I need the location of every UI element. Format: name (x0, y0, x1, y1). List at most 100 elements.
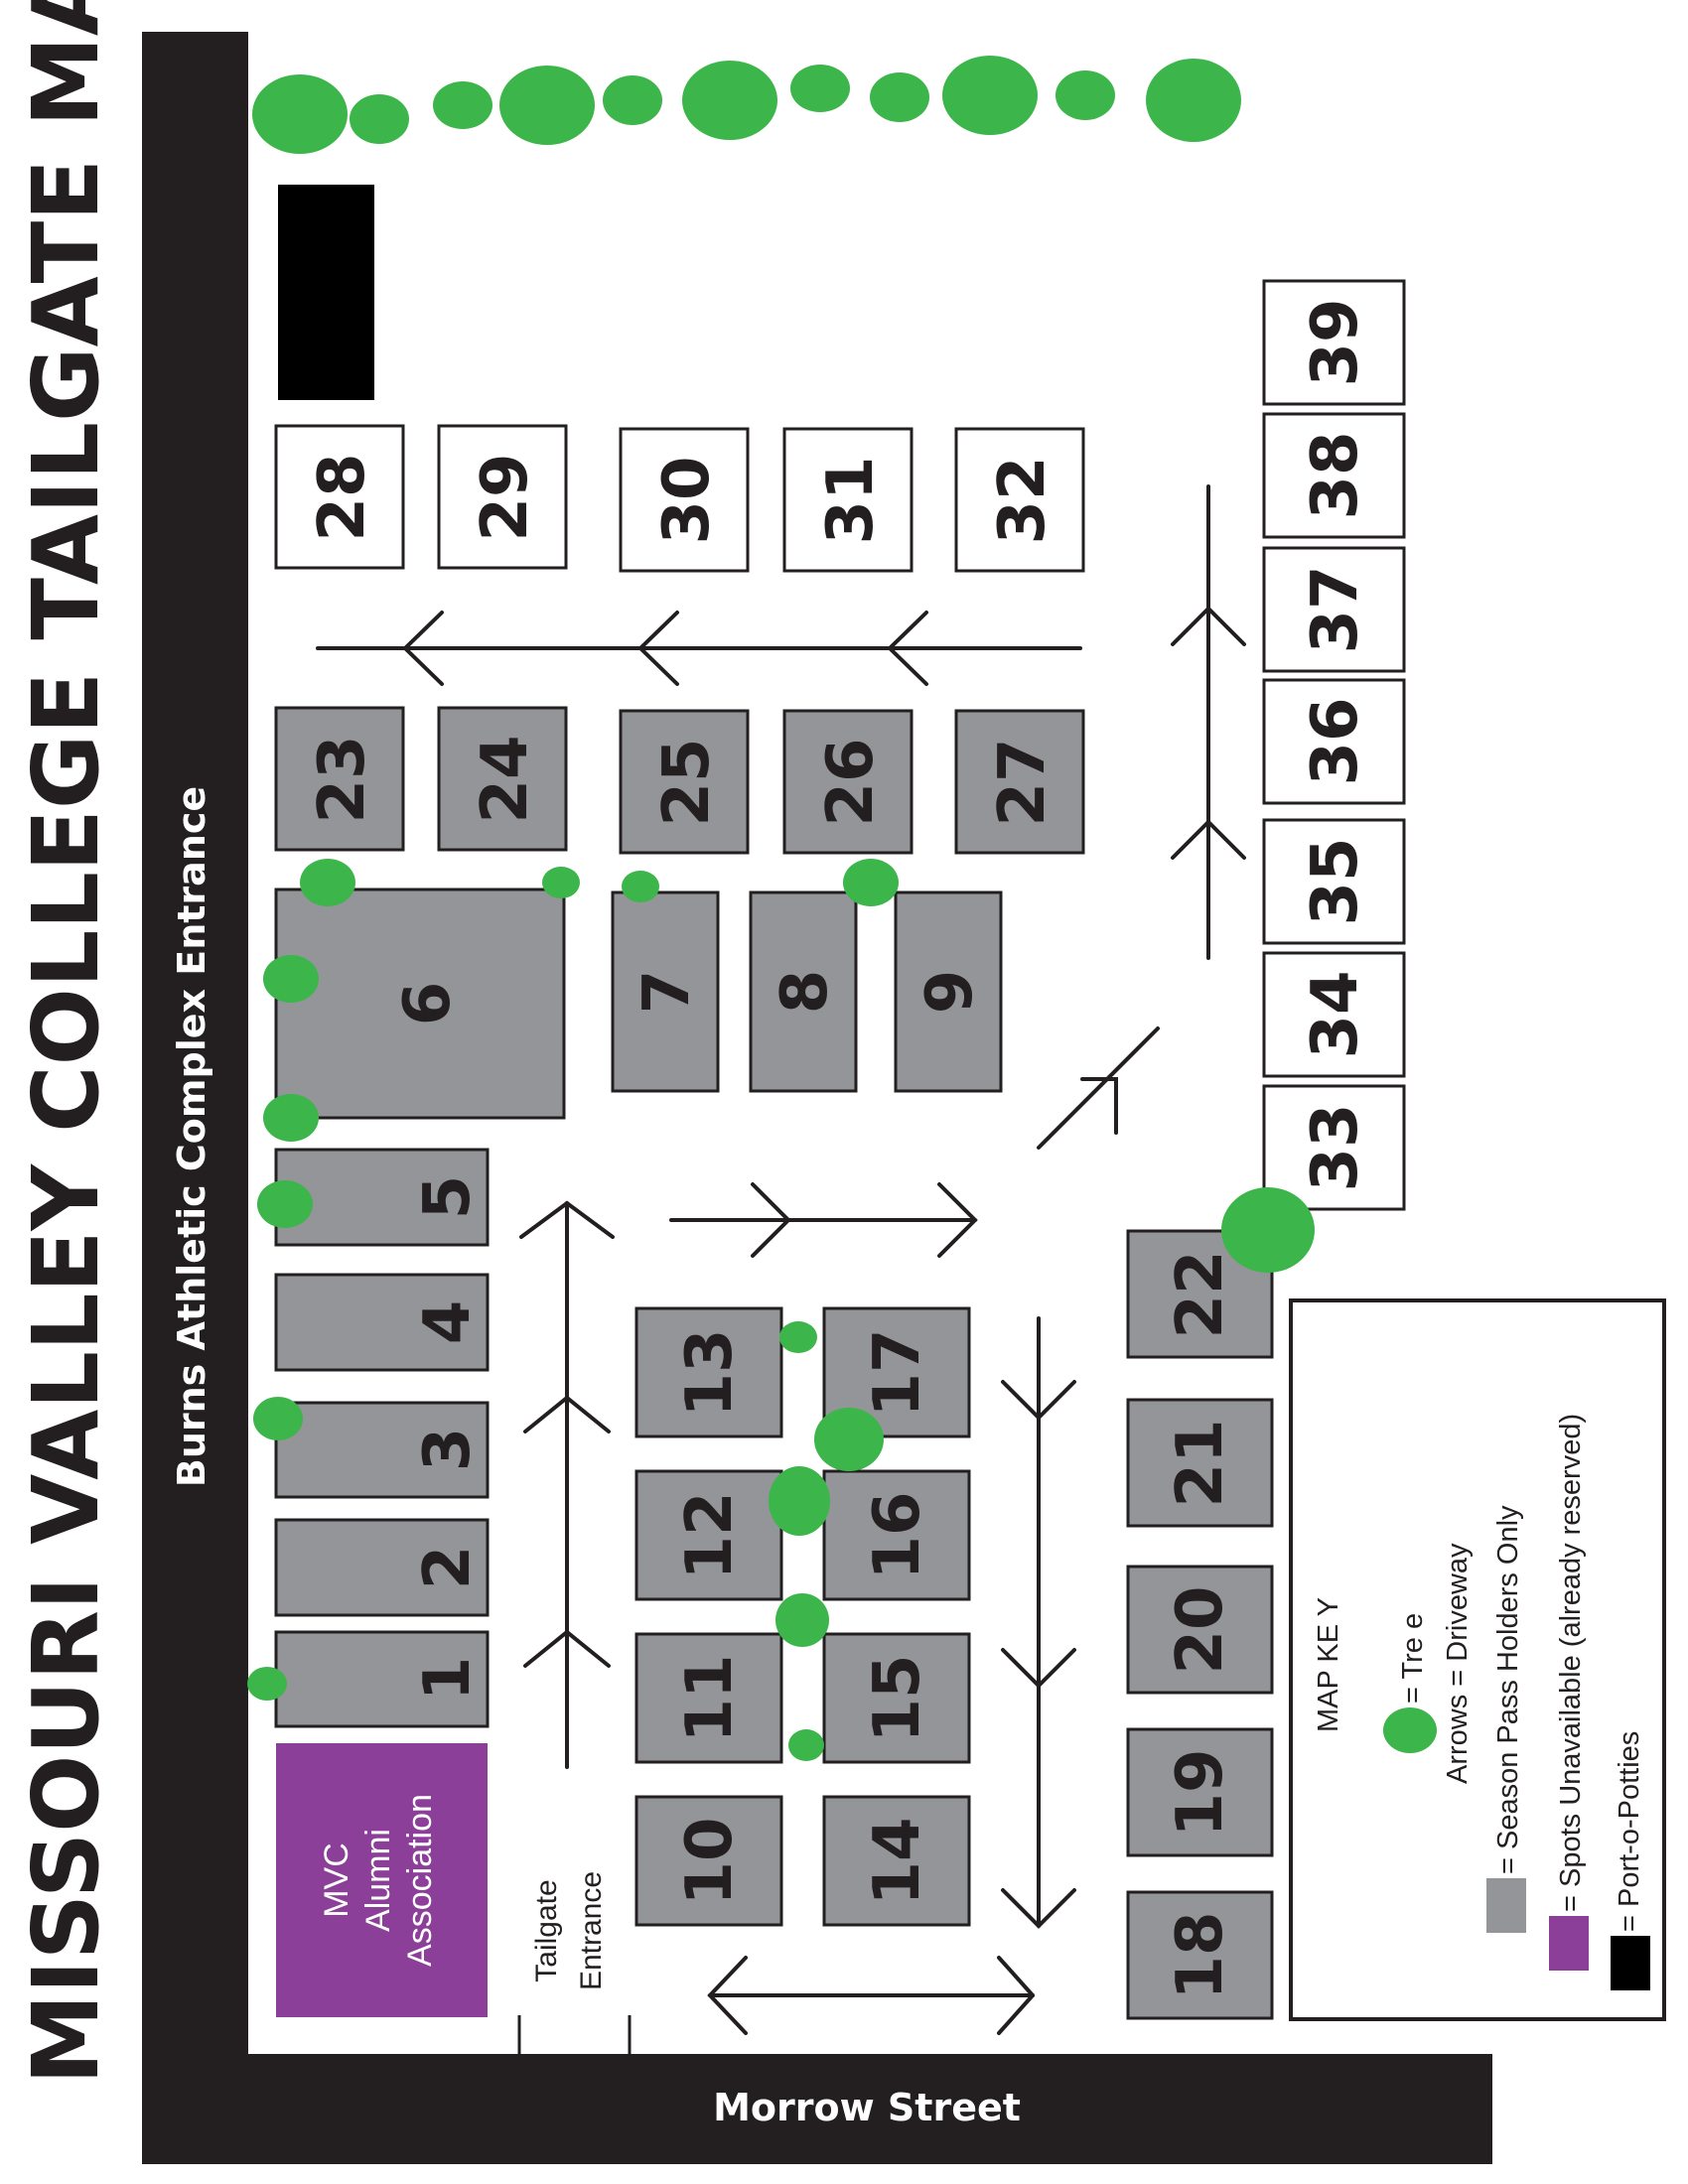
up-arrow-icon (523, 1629, 611, 1668)
svg-text:Association: Association (401, 1794, 439, 1967)
open-spot[interactable]: 34 (1262, 951, 1406, 1078)
spot-number: 17 (861, 1328, 934, 1417)
spot-number: 15 (861, 1654, 934, 1742)
season-spot[interactable]: 19 (1126, 1727, 1274, 1857)
tree-icon (1146, 59, 1241, 142)
tree-icon (870, 72, 929, 122)
right-arrow-icon (937, 1182, 978, 1258)
season-spot[interactable]: 11 (634, 1632, 783, 1764)
tree-icon (263, 955, 319, 1003)
season-spot[interactable]: 13 (634, 1306, 783, 1438)
tree-icon (769, 1466, 830, 1536)
left-arrow-icon (402, 611, 444, 686)
season-spot[interactable]: 21 (1126, 1398, 1274, 1528)
map-key: MAP KE Y = Tre e Arrows = Driveway = Sea… (1289, 1298, 1666, 2021)
map-title: MISSOURI VALLEY COLLEGE TAILGATE MAP (13, 0, 119, 2085)
season-spot[interactable]: 1 (274, 1630, 490, 1728)
legend-potty-swatch (1611, 1936, 1650, 1990)
legend-reserved-swatch (1549, 1916, 1589, 1971)
spot-number: 9 (914, 970, 987, 1015)
spot-number: 20 (1164, 1585, 1237, 1674)
driveway-arrows (316, 484, 1246, 2035)
spot-number: 5 (411, 1175, 485, 1220)
up-arrow-icon (1171, 819, 1246, 860)
season-spot[interactable]: 16 (822, 1469, 971, 1601)
season-spot[interactable]: 3 (274, 1401, 490, 1499)
alumni-association-area (276, 1743, 488, 2017)
morrow-street-road (142, 2054, 1492, 2164)
tree-icon (542, 867, 580, 898)
season-spot[interactable]: 26 (782, 709, 914, 855)
up-arrow-icon (523, 1395, 611, 1433)
tree-line (252, 56, 1241, 154)
tree-icon (499, 66, 595, 145)
tree-icon (682, 61, 777, 140)
down-arrow-icon (1001, 1380, 1076, 1421)
svg-text:Alumni: Alumni (359, 1829, 397, 1932)
season-spot[interactable]: 14 (822, 1795, 971, 1927)
season-spot[interactable]: 9 (894, 890, 1003, 1093)
spot-number: 31 (814, 456, 888, 544)
left-arrow-icon (997, 1956, 1035, 1997)
open-spot[interactable]: 36 (1262, 678, 1406, 805)
svg-text:MVC: MVC (318, 1843, 355, 1918)
open-spot[interactable]: 33 (1262, 1084, 1406, 1211)
tree-icon (622, 871, 659, 902)
spot-number: 25 (650, 738, 724, 826)
season-spot[interactable]: 12 (634, 1469, 783, 1601)
season-spot[interactable]: 24 (437, 706, 568, 852)
open-spot[interactable]: 39 (1262, 279, 1406, 406)
season-spot[interactable]: 6 (274, 887, 566, 1120)
spot-number: 30 (650, 456, 724, 544)
open-spot[interactable]: 28 (274, 424, 405, 570)
tree-icon (300, 859, 355, 906)
spot-number: 16 (861, 1491, 934, 1579)
svg-text:Entrance: Entrance (575, 1871, 608, 1990)
spot-number: 8 (769, 970, 842, 1015)
open-spot[interactable]: 29 (437, 424, 568, 570)
open-spot[interactable]: 30 (619, 427, 750, 573)
open-spot[interactable]: 31 (782, 427, 914, 573)
tree-icon (253, 1397, 303, 1440)
spot-number: 4 (411, 1300, 485, 1345)
season-spot[interactable]: 8 (749, 890, 858, 1093)
season-spot[interactable]: 27 (954, 709, 1085, 855)
diagonal-arrow-icon (1037, 1026, 1160, 1150)
spot-number: 11 (673, 1654, 747, 1742)
open-spot[interactable]: 32 (954, 427, 1085, 573)
season-spot[interactable]: 25 (619, 709, 750, 855)
diagonal-arrow-icon (1080, 1077, 1118, 1135)
spot-number: 24 (469, 735, 542, 823)
spot-number: 19 (1164, 1748, 1237, 1837)
tree-icon (433, 81, 492, 129)
spot-number: 26 (814, 738, 888, 826)
open-spot[interactable]: 37 (1262, 546, 1406, 673)
tree-icon (1221, 1187, 1315, 1273)
season-spot[interactable]: 23 (274, 706, 405, 852)
port-o-potties (278, 185, 374, 400)
spot-number: 22 (1164, 1250, 1237, 1338)
left-arrow-icon (707, 1956, 748, 2035)
legend-season-swatch (1486, 1878, 1526, 1933)
spot-number: 28 (306, 453, 379, 541)
tree-icon (603, 75, 662, 125)
season-spot[interactable]: 4 (274, 1273, 490, 1372)
season-spot[interactable]: 2 (274, 1518, 490, 1617)
right-arrow-icon (751, 1182, 791, 1258)
legend-potties: = Port-o-Potties (1614, 1731, 1645, 1932)
spot-number: 2 (411, 1546, 485, 1590)
open-spot[interactable]: 38 (1262, 412, 1406, 539)
open-spot[interactable]: 35 (1262, 818, 1406, 945)
tree-icon (350, 94, 409, 144)
season-spot[interactable]: 18 (1126, 1890, 1274, 2020)
spot-number: 23 (306, 735, 379, 823)
down-arrow-icon (1001, 1648, 1076, 1689)
spot-number: 27 (986, 738, 1059, 826)
season-spot[interactable]: 20 (1126, 1565, 1274, 1695)
spot-number: 39 (1299, 298, 1372, 386)
up-arrow-icon (519, 1200, 615, 1239)
season-spot[interactable]: 15 (822, 1632, 971, 1764)
tree-icon (247, 1667, 287, 1701)
season-spot[interactable]: 7 (611, 890, 720, 1093)
season-spot[interactable]: 10 (634, 1795, 783, 1927)
